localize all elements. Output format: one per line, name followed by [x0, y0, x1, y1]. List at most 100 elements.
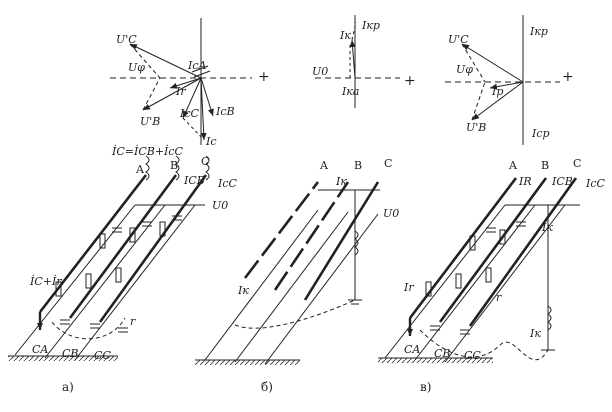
phase-b-label-c: B	[541, 159, 550, 172]
panel-a-vector-diagram	[110, 18, 252, 145]
panel-a-ground	[8, 356, 118, 361]
label-ca-a: CA	[32, 343, 49, 356]
formula-a: İC=İCB+İcC	[112, 145, 183, 158]
label-u0-vector-b: U0	[312, 65, 329, 78]
label-ik-b: Iк	[340, 29, 351, 42]
label-cc-a: CC	[94, 349, 111, 362]
label-ca-c: CA	[404, 343, 421, 356]
panel-c-capacitor-group	[425, 221, 526, 335]
panel-b-wire-1	[204, 209, 319, 361]
panel-c-wire-3	[444, 204, 566, 363]
label-icc-circuit-a: IcC	[218, 177, 237, 190]
label-ic-a: Ic	[206, 135, 217, 148]
caption-c: в)	[420, 380, 432, 394]
panel-c-ground	[378, 358, 493, 363]
vector-ica-tick-a	[191, 65, 209, 73]
panel-a-coil-b	[175, 155, 180, 181]
label-cb-a: CB	[62, 347, 79, 360]
panel-c-line-a	[408, 177, 518, 319]
label-u0-a: U0	[212, 199, 229, 212]
label-ica-a: IcA	[188, 59, 207, 72]
label-icc-a: IcC	[180, 107, 199, 120]
panel-b-wire-3	[264, 213, 379, 365]
phase-c-label-b: C	[384, 157, 393, 170]
panel-a-fault-current-path	[51, 317, 126, 340]
label-u0-b: U0	[383, 207, 400, 220]
vector-ic-a	[200, 77, 207, 141]
phase-a-label-b: A	[320, 159, 328, 172]
label-uphi-c: Uφ	[456, 63, 473, 76]
panel-b-line-a	[243, 181, 320, 279]
label-icb-a: IcB	[216, 105, 235, 118]
vector-sum-dash-a	[182, 117, 205, 141]
label-icc-circuit-c: IcC	[586, 177, 605, 190]
phase-c-label-c: C	[573, 157, 582, 170]
label-ik-c: IR	[519, 175, 532, 188]
panel-b-line-c	[303, 181, 380, 301]
label-r-c: r	[496, 291, 502, 304]
panel-c-wire-1	[384, 204, 506, 359]
label-uc-c: U'C	[448, 33, 469, 46]
label-ik-line-b: Iк	[238, 284, 249, 297]
vector-uphi-dash-c2	[471, 81, 486, 121]
vector-uphi-dash-a2	[142, 77, 161, 111]
panel-c-fault-current-path	[419, 329, 549, 361]
panel-a-line-b	[68, 174, 178, 319]
label-ir-c: Ip	[492, 85, 504, 98]
label-r-a: r	[130, 315, 136, 328]
panel-c-circuit	[378, 177, 580, 363]
panel-a-line-a	[38, 174, 148, 313]
vector-uphi-dash-c	[461, 43, 486, 83]
vector-ica-tick-a2	[193, 70, 211, 78]
panel-a-coil-a	[145, 155, 150, 181]
label-ik-top-b: Iк	[336, 175, 347, 188]
panel-b-fault-current-path	[234, 299, 356, 329]
panel-a-capacitor-group	[55, 215, 182, 333]
label-ir-circuit-c: Ir	[404, 281, 414, 294]
vector-ir-c	[489, 81, 524, 90]
vector-ub-c	[471, 81, 524, 121]
vector-uphi-dash-a	[129, 43, 161, 79]
phase-a-label-a: A	[136, 163, 144, 176]
caption-b: б)	[261, 380, 273, 394]
vector-ir-a	[169, 77, 202, 89]
label-icb-circuit-a: ICB	[184, 174, 205, 187]
panel-b-vector-diagram	[315, 15, 400, 108]
label-ikr-b: Iкр	[362, 19, 380, 32]
label-ik-small-c: Iк	[542, 221, 553, 234]
label-uphi-a: Uφ	[128, 61, 145, 74]
vector-icb-a	[200, 77, 214, 117]
panel-c-line-b	[438, 177, 548, 323]
label-ub-a: U'B	[140, 115, 161, 128]
panel-c-wire-2	[414, 204, 536, 361]
panel-a-line-c	[98, 174, 208, 323]
panel-c-vector-diagram	[445, 15, 560, 145]
vector-uc-c	[461, 43, 524, 83]
panel-b-ground	[195, 360, 300, 365]
panel-b-wire-2	[234, 211, 349, 363]
label-cb-c: CB	[434, 347, 451, 360]
plus-sign-a: +	[258, 69, 270, 85]
vector-uc-a	[129, 43, 202, 79]
label-ik-coil-c: Iк	[530, 327, 541, 340]
vector-ub-a	[142, 77, 202, 111]
plus-sign-c: +	[562, 69, 574, 85]
label-uc-a: U'C	[116, 33, 137, 46]
phase-c-label-a: C	[201, 155, 210, 168]
panel-a-coil-c	[205, 155, 210, 181]
label-ub-c: U'B	[466, 121, 487, 134]
panel-b-line-b	[273, 181, 350, 291]
label-icr-c: Icp	[532, 127, 550, 140]
label-ika-b: Iка	[342, 85, 360, 98]
panel-b-coil	[354, 230, 359, 256]
label-sum-current-a: İC+İr	[30, 275, 62, 288]
phase-a-label-c: A	[509, 159, 517, 172]
vector-icc-a	[182, 77, 202, 119]
phase-b-label-b: B	[354, 159, 363, 172]
label-cc-c: CC	[464, 349, 481, 362]
vector-ik-b	[349, 39, 356, 79]
label-icb-circuit-c: ICB	[552, 175, 573, 188]
panel-a-circuit	[8, 155, 210, 361]
caption-a: а)	[62, 380, 74, 394]
